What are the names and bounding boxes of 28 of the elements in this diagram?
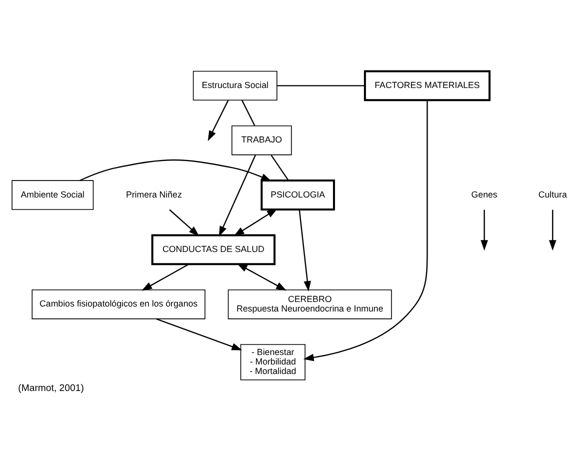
caption: (Marmot, 2001) bbox=[18, 382, 84, 394]
node-text: Genes bbox=[471, 189, 498, 200]
node-box: PSICOLOGIA bbox=[260, 180, 335, 210]
node-box: Cambios fisiopatológicos en los órganos bbox=[32, 289, 206, 320]
arrow bbox=[236, 263, 286, 291]
node-box: CONDUCTAS DE SALUD bbox=[151, 234, 276, 266]
node-text: Cultura bbox=[538, 189, 567, 200]
arrow bbox=[156, 318, 242, 350]
arrow bbox=[480, 210, 488, 251]
node-box: FACTORES MATERIALES bbox=[364, 70, 491, 102]
node-box: TRABAJO bbox=[232, 125, 292, 156]
arrow bbox=[169, 209, 200, 236]
connector bbox=[242, 100, 256, 126]
arrow bbox=[218, 154, 256, 237]
arrow bbox=[303, 100, 428, 362]
connector bbox=[270, 154, 289, 181]
node-box: CEREBRO Respuesta Neuroendocrina e Inmune bbox=[228, 289, 392, 320]
node-text: Primera Niñez bbox=[126, 189, 182, 200]
node-box: Estructura Social bbox=[192, 70, 278, 101]
node-box: Ambiente Social bbox=[12, 180, 94, 210]
arrow bbox=[80, 159, 272, 182]
node-box: - Bienestar - Morbilidad - Mortalidad bbox=[240, 344, 306, 380]
connector bbox=[277, 85, 365, 86]
arrow bbox=[234, 208, 278, 236]
arrow bbox=[208, 100, 229, 142]
arrow bbox=[142, 264, 190, 291]
arrow bbox=[548, 210, 556, 251]
arrow bbox=[298, 210, 311, 292]
